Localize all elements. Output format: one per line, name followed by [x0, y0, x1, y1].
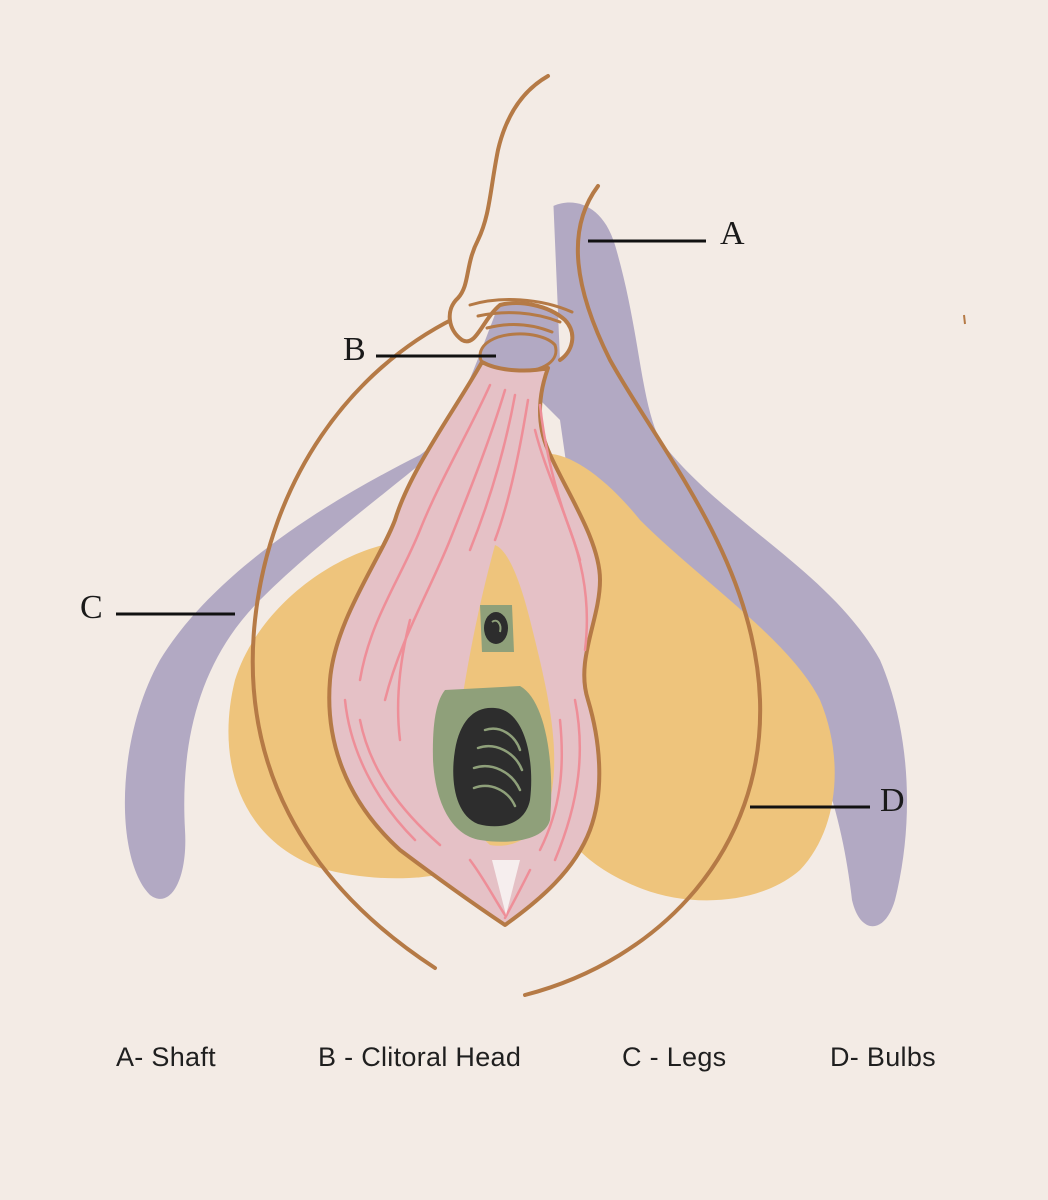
legend-item-clitoral-head: B - Clitoral Head [318, 1042, 522, 1072]
legend-item-bulbs: D- Bulbs [830, 1042, 936, 1072]
hood-fold-lines [468, 298, 574, 334]
hood-outline [447, 74, 575, 362]
labia-vein-lines [343, 383, 589, 920]
callout-a-letter: A [720, 215, 745, 252]
legend-item-legs: C - Legs [622, 1042, 727, 1072]
urethral-opening-ring [491, 619, 502, 633]
fourchette-shape [492, 860, 520, 915]
legend-item-shaft: A- Shaft [116, 1042, 216, 1072]
callout-c-letter: C [80, 589, 103, 626]
legend: A- Shaft B - Clitoral Head C - Legs D- B… [0, 1042, 1048, 1090]
vaginal-folds [472, 727, 524, 808]
urethral-opening [484, 612, 508, 644]
callout-d-letter: D [880, 782, 905, 819]
outer-outline-right [523, 184, 763, 997]
outer-outline-left [250, 316, 457, 970]
callout-b-letter: B [343, 331, 366, 368]
stray-mark [963, 314, 966, 325]
